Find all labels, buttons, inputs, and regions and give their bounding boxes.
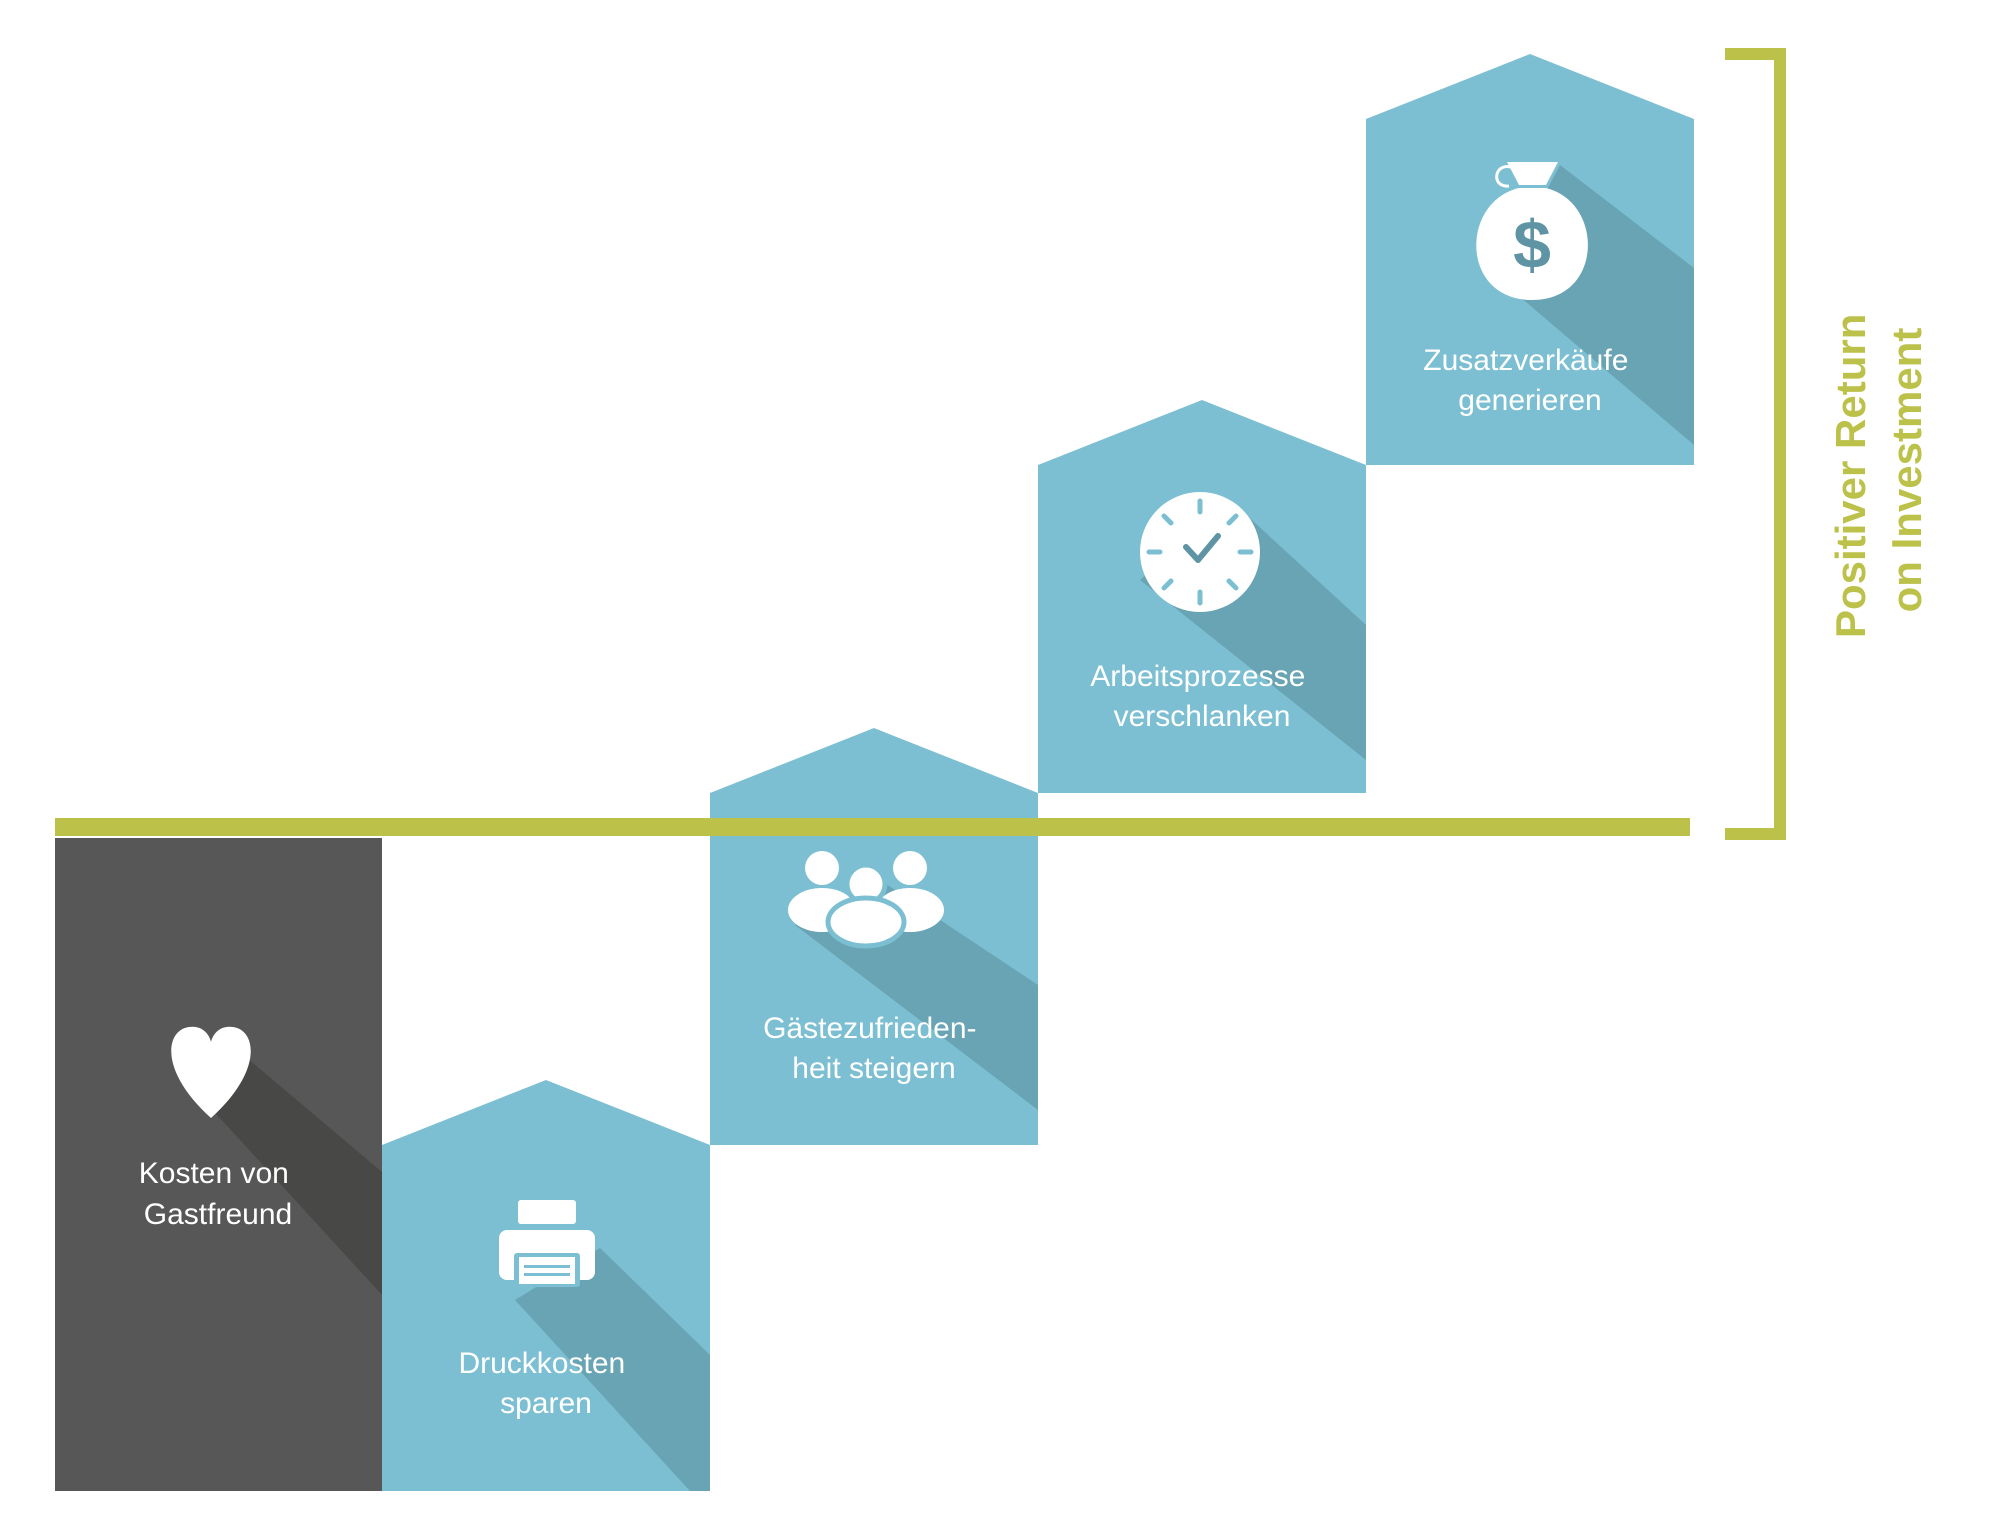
svg-text:$: $ [1513,207,1551,283]
step-1-shadow [515,1248,710,1491]
step-1-label-line1: Druckkosten [458,1347,625,1380]
svg-text:Positiver Return on Invest: Positiver Return on Investment [1827,302,1930,638]
cost-block-label-line1: Kosten von [139,1157,289,1190]
printer-icon [499,1200,595,1287]
group-icon [788,851,944,949]
step-3-label-line2: verschlanken [1114,700,1291,733]
svg-text:Arbeitsprozesse verschla: Arbeitsprozesse verschlanken [1090,660,1313,733]
step-upselling: $ Zusatzverkäufe generieren [1366,54,1694,465]
cost-block-shadow [185,1058,382,1295]
step-2-label-line1: Gästezufrieden- [763,1012,976,1045]
roi-label-line2: on Investment [1883,328,1930,613]
svg-text:Kosten von Gastfreund: Kosten von Gastfreund [139,1157,297,1231]
roi-label-line1: Positiver Return [1827,314,1874,638]
step-3-label-line1: Arbeitsprozesse [1090,660,1305,693]
step-2-label-line2: heit steigern [792,1052,955,1085]
svg-text:Zusatzverkäufe generiere: Zusatzverkäufe generieren [1423,344,1636,417]
break-even-line [55,818,1690,836]
clock-check-icon [1140,492,1260,612]
cost-block-label-line2: Gastfreund [144,1198,292,1231]
step-guest-satisfaction: Gästezufrieden- heit steigern [710,728,1038,1145]
money-bag-icon: $ [1476,162,1588,300]
cost-block: Kosten von Gastfreund [55,838,382,1491]
heart-icon [171,1026,251,1118]
step-work-processes: Arbeitsprozesse verschlanken [1038,400,1366,793]
step-1-label-line2: sparen [500,1387,592,1420]
step-4-label-line2: generieren [1458,384,1601,417]
svg-text:Gästezufrieden- heit ste: Gästezufrieden- heit steigern [763,1012,985,1085]
step-print-costs: Druckkosten sparen [382,1080,710,1491]
svg-text:Druckkosten sparen: Druckkosten sparen [458,1347,633,1420]
roi-bracket [1725,48,1786,840]
step-4-label-line1: Zusatzverkäufe [1423,344,1628,377]
